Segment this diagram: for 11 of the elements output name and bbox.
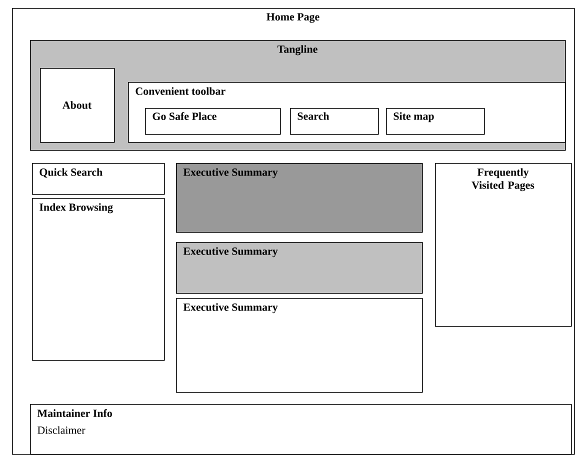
content-box: Executive Summary <box>176 242 423 294</box>
sidebar-box: Quick Search <box>32 162 165 195</box>
toolbar-item: Site map <box>386 108 485 135</box>
toolbar-item: Go Safe Place <box>145 108 281 135</box>
footer-box: Maintainer Info Disclaimer <box>30 404 572 455</box>
menu-box: About <box>40 68 115 143</box>
sidebar-box: Index Browsing <box>32 198 165 361</box>
toolbar-item: Search <box>290 108 379 135</box>
content-box: Executive Summary <box>176 162 423 233</box>
content-box: Executive Summary <box>176 298 423 393</box>
sidebar-box: Frequently Visited Pages <box>435 162 572 327</box>
